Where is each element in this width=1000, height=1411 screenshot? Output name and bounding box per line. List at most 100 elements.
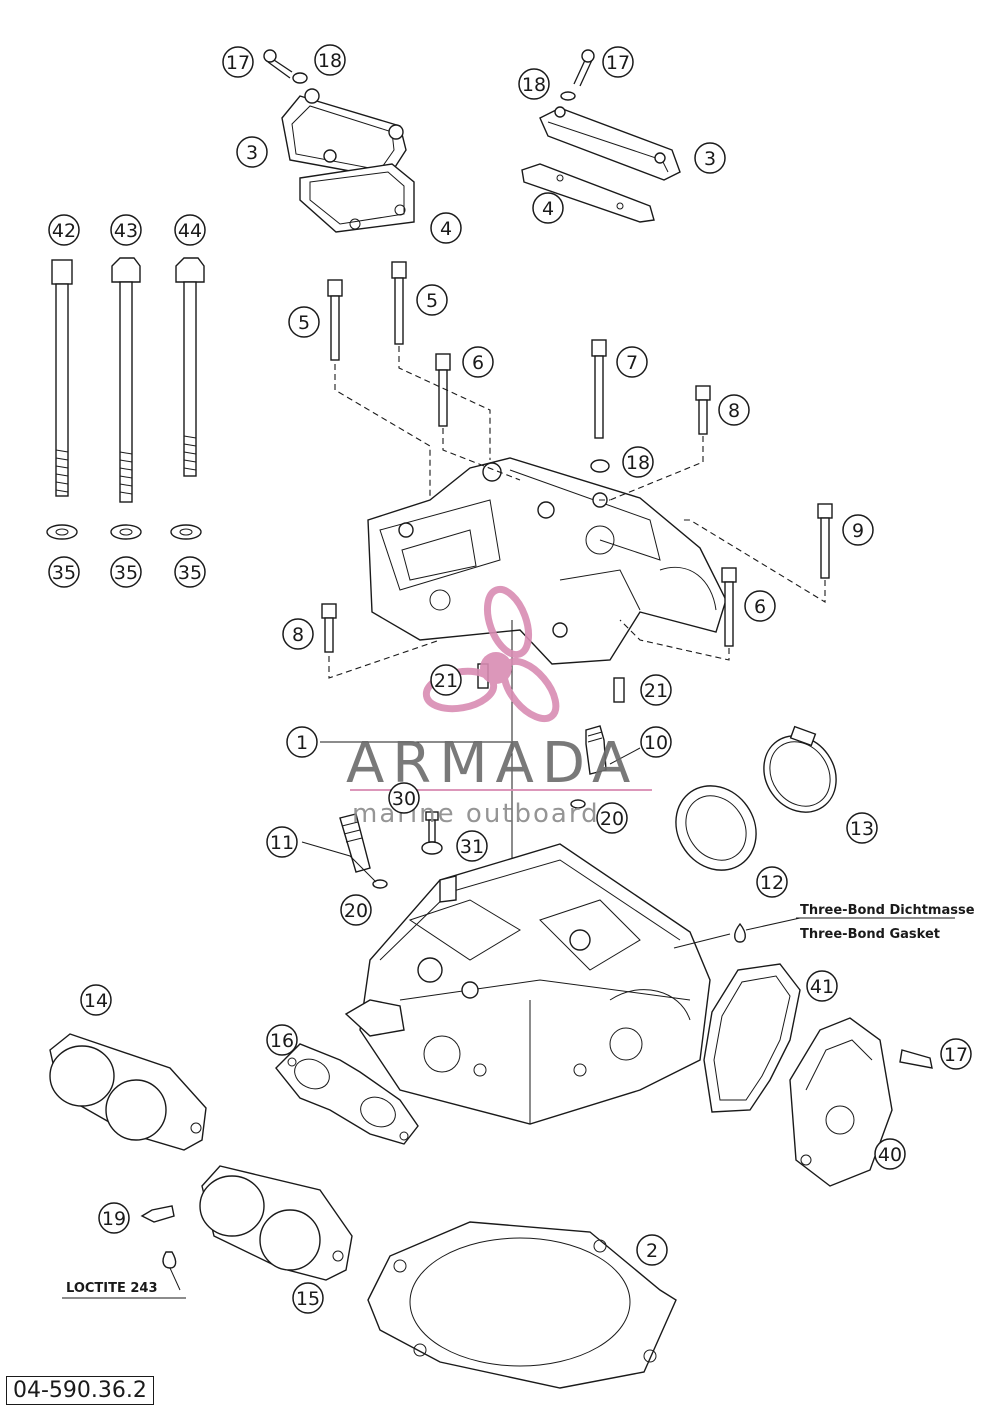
svg-text:42: 42 <box>52 220 76 242</box>
callout-31: 31 <box>456 830 488 862</box>
watermark-brand: ARMADA <box>346 731 638 796</box>
exhaust-gasket-16 <box>275 1043 419 1145</box>
svg-text:5: 5 <box>426 290 438 312</box>
callout-17-b: 17 <box>602 46 634 78</box>
callout-3-b: 3 <box>694 142 726 174</box>
svg-text:30: 30 <box>392 788 416 810</box>
note-loctite: LOCTITE 243 <box>66 1281 158 1296</box>
svg-text:15: 15 <box>296 1288 320 1310</box>
valve-cover-left <box>281 88 415 233</box>
callout-5-b: 5 <box>416 284 448 316</box>
svg-text:8: 8 <box>292 624 304 646</box>
note-three-bond-en: Three-Bond Gasket <box>800 927 940 942</box>
callout-2: 2 <box>636 1234 668 1266</box>
callout-18-a: 18 <box>314 44 346 76</box>
callout-42: 42 <box>48 214 80 246</box>
callout-6-a: 6 <box>462 346 494 378</box>
cylinder-head-gasket-2 <box>367 1221 677 1389</box>
long-bolts <box>46 257 205 540</box>
svg-text:4: 4 <box>440 218 452 240</box>
svg-text:8: 8 <box>728 400 740 422</box>
svg-text:17: 17 <box>606 52 630 74</box>
svg-text:4: 4 <box>542 198 554 220</box>
intake-boot <box>675 725 837 871</box>
callout-7: 7 <box>616 346 648 378</box>
svg-text:3: 3 <box>246 142 258 164</box>
svg-text:18: 18 <box>522 74 546 96</box>
side-cover-40 <box>789 1017 933 1187</box>
callout-43: 43 <box>110 214 142 246</box>
sealant-drop <box>673 917 955 949</box>
svg-text:9: 9 <box>852 520 864 542</box>
callout-5-a: 5 <box>288 306 320 338</box>
callout-35-a: 35 <box>48 556 80 588</box>
callout-18-c: 18 <box>622 446 654 478</box>
callout-11: 11 <box>266 826 298 858</box>
svg-text:35: 35 <box>52 562 76 584</box>
cylinder-head <box>344 843 711 1125</box>
svg-text:18: 18 <box>318 50 342 72</box>
svg-text:21: 21 <box>644 680 668 702</box>
camshaft-bridge <box>367 457 727 665</box>
svg-text:11: 11 <box>270 832 294 854</box>
callout-30: 30 <box>388 782 420 814</box>
callout-8-a: 8 <box>718 394 750 426</box>
callout-21-a: 21 <box>430 664 462 696</box>
callout-20-a: 20 <box>596 802 628 834</box>
callout-35-c: 35 <box>174 556 206 588</box>
callout-44: 44 <box>174 214 206 246</box>
callout-4-b: 4 <box>532 192 564 224</box>
valve-cover-right <box>521 106 681 223</box>
callout-4-a: 4 <box>430 212 462 244</box>
callout-18-b: 18 <box>518 68 550 100</box>
svg-text:3: 3 <box>704 148 716 170</box>
callout-17-a: 17 <box>222 46 254 78</box>
svg-text:31: 31 <box>460 836 484 858</box>
callout-41: 41 <box>806 970 838 1002</box>
svg-text:41: 41 <box>810 976 834 998</box>
callout-15: 15 <box>292 1282 324 1314</box>
svg-text:43: 43 <box>114 220 138 242</box>
callout-17-c: 17 <box>940 1038 972 1070</box>
svg-text:5: 5 <box>298 312 310 334</box>
svg-text:20: 20 <box>344 900 368 922</box>
callout-14: 14 <box>80 984 112 1016</box>
svg-text:6: 6 <box>754 596 766 618</box>
svg-text:35: 35 <box>114 562 138 584</box>
svg-text:18: 18 <box>626 452 650 474</box>
svg-text:7: 7 <box>626 352 638 374</box>
callout-8-b: 8 <box>282 618 314 650</box>
callout-1: 1 <box>286 726 318 758</box>
callout-19: 19 <box>98 1202 130 1234</box>
svg-text:40: 40 <box>878 1144 902 1166</box>
svg-text:14: 14 <box>84 990 108 1012</box>
svg-text:17: 17 <box>944 1044 968 1066</box>
svg-text:6: 6 <box>472 352 484 374</box>
leader-10 <box>609 747 641 765</box>
callout-10: 10 <box>640 726 672 758</box>
callout-3-a: 3 <box>236 136 268 168</box>
screw-17-top-left <box>263 49 308 84</box>
svg-text:12: 12 <box>760 872 784 894</box>
svg-text:10: 10 <box>644 732 668 754</box>
callout-35-b: 35 <box>110 556 142 588</box>
svg-text:1: 1 <box>296 732 308 754</box>
screw-17-top-right <box>560 49 595 101</box>
svg-text:20: 20 <box>600 808 624 830</box>
exhaust-flange-14 <box>49 1033 207 1151</box>
svg-text:21: 21 <box>434 670 458 692</box>
callout-20-b: 20 <box>340 894 372 926</box>
diagram-reference-code: 04-590.36.2 <box>6 1376 154 1405</box>
callout-13: 13 <box>846 812 878 844</box>
svg-text:2: 2 <box>646 1240 658 1262</box>
svg-text:35: 35 <box>178 562 202 584</box>
svg-text:13: 13 <box>850 818 874 840</box>
screw-19 <box>140 1205 181 1291</box>
svg-text:19: 19 <box>102 1208 126 1230</box>
callout-6-b: 6 <box>744 590 776 622</box>
svg-text:16: 16 <box>270 1030 294 1052</box>
callout-9: 9 <box>842 514 874 546</box>
exhaust-flange-15 <box>199 1165 353 1281</box>
note-three-bond-de: Three-Bond Dichtmasse <box>800 903 975 918</box>
